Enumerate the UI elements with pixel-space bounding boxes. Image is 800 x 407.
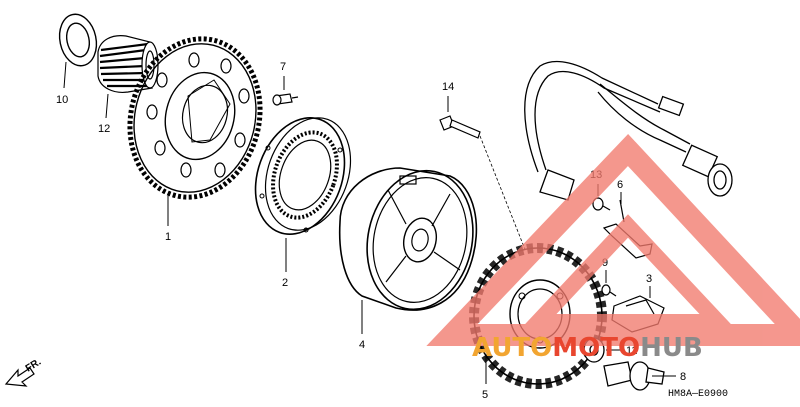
part-number-6: 6 [617, 179, 623, 191]
part-10-washer [58, 13, 98, 67]
diagram-code: HM8A—E0900 [668, 389, 728, 400]
part-number-8: 8 [680, 371, 686, 383]
part-4-flywheel [338, 167, 478, 311]
part-number-3: 3 [646, 273, 652, 285]
part-number-10: 10 [56, 94, 68, 106]
watermark-moto: MOTO [552, 333, 640, 363]
part-2-starter-clutch [254, 117, 352, 235]
watermark-logo: AUTOMOTOHUB [426, 133, 800, 363]
part-number-11: 11 [626, 345, 637, 357]
part-number-2: 2 [282, 277, 288, 289]
front-direction-marker: FR. [4, 357, 43, 387]
leader-12 [105, 93, 109, 119]
part-12-needle-bearing [97, 35, 159, 93]
wire-harness [524, 60, 733, 201]
part-number-5: 5 [482, 389, 488, 401]
part-number-12: 12 [98, 123, 110, 135]
part-13-bolt [592, 197, 611, 211]
part-1-driven-gear [127, 36, 263, 200]
leader-10 [63, 61, 67, 89]
dashed-guide-14 [479, 135, 531, 263]
part-number-14: 14 [442, 81, 454, 93]
watermark-auto: AUTO [472, 333, 552, 363]
part-number-9: 9 [602, 257, 608, 269]
watermark-text: AUTOMOTOHUB [472, 333, 703, 363]
part-number-7: 7 [280, 61, 286, 73]
watermark-triangle-icon [426, 133, 800, 346]
part-8-flange-bolt [603, 361, 665, 391]
part-9-screw [601, 284, 617, 297]
part-7-bolt [272, 93, 299, 106]
watermark-hub: HUB [640, 333, 703, 363]
part-14-bolt [439, 115, 481, 139]
part-number-4: 4 [359, 339, 365, 351]
part-number-1: 1 [165, 231, 171, 243]
